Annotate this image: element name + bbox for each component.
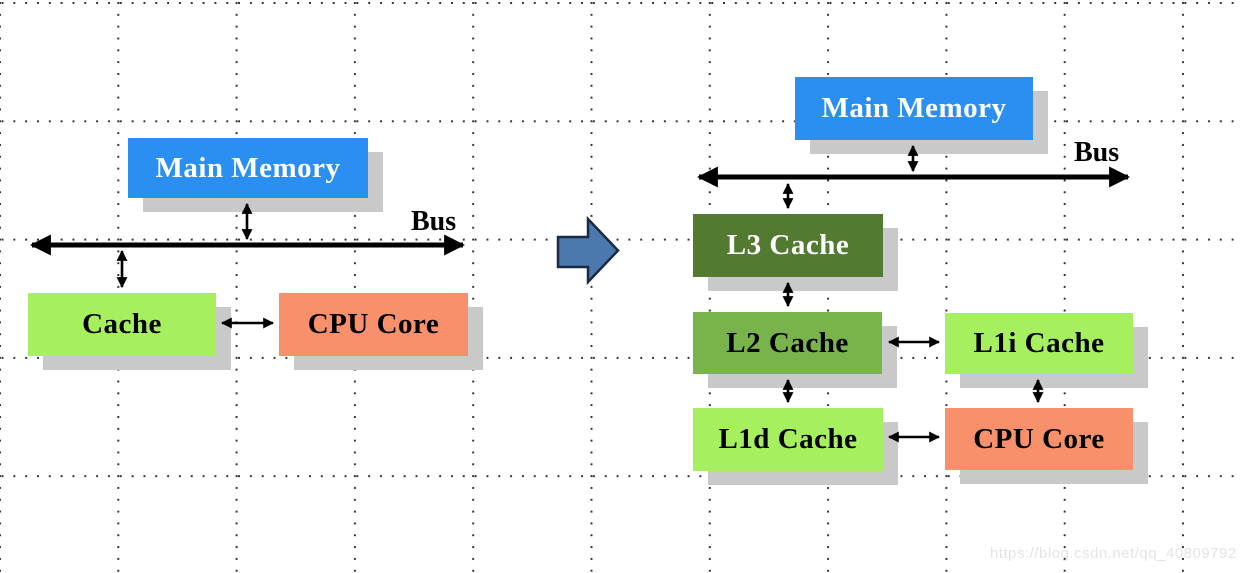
l2-cache-label: L2 Cache [726,326,849,359]
left-cache-label: Cache [82,308,162,340]
right-bus-label: Bus [1074,137,1120,168]
transform-right-arrow-icon [556,215,620,286]
right-cpu-core-label: CPU Core [973,422,1105,455]
l1d-cache-box: L1d Cache [693,408,883,471]
left-cpu-core-label: CPU Core [307,308,440,340]
left-bus-label: Bus [411,206,457,237]
l3-cache-box: L3 Cache [693,214,883,277]
right-main-memory-box: Main Memory [795,77,1033,140]
right-main-memory-label: Main Memory [821,92,1007,124]
left-cpu-core-box: CPU Core [279,293,468,356]
left-main-memory-box: Main Memory [128,138,368,198]
left-main-memory-label: Main Memory [155,151,341,184]
l1i-cache-box: L1i Cache [945,313,1133,374]
left-cache-box: Cache [28,293,216,356]
l3-cache-label: L3 Cache [726,229,850,261]
l1i-cache-label: L1i Cache [973,327,1105,359]
l2-cache-box: L2 Cache [693,312,882,374]
watermark: https://blog.csdn.net/qq_40809792 [990,545,1237,562]
right-cpu-core-box: CPU Core [945,408,1133,470]
l1d-cache-label: L1d Cache [718,423,858,455]
